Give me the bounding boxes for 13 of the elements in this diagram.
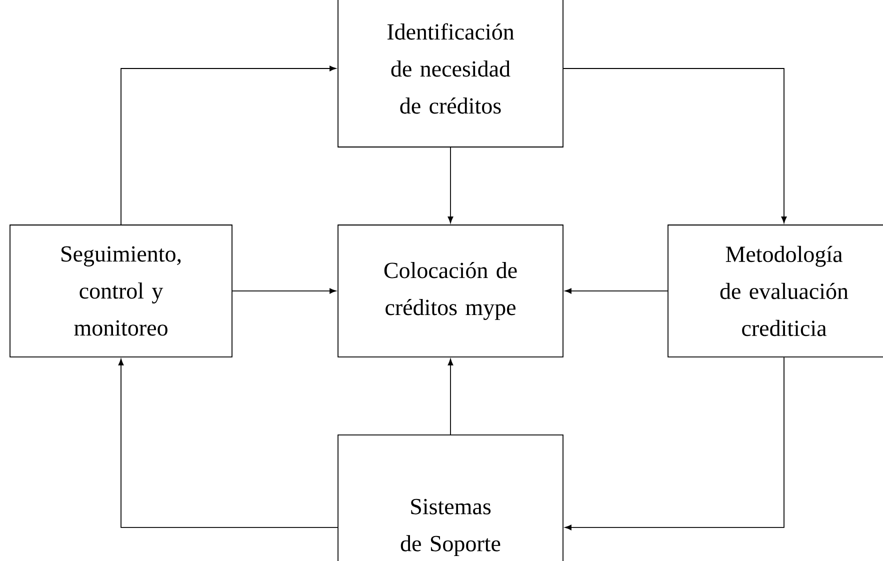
process-box: Identificación de necesidad de créditos [338,0,564,148]
process-box: Metodología de evaluación crediticia [668,224,883,358]
process-box: Colocación de créditos mype [338,224,564,358]
arrow [118,358,338,528]
arrow [120,66,336,225]
process-box: Seguimiento, control y monitoreo [10,224,232,358]
arrow [564,356,784,530]
arrow [448,358,454,435]
arrow [564,288,668,294]
arrow [448,147,454,224]
process-box: Sistemas de Soporte [338,434,564,561]
arrow [232,288,336,294]
arrow [563,68,787,224]
